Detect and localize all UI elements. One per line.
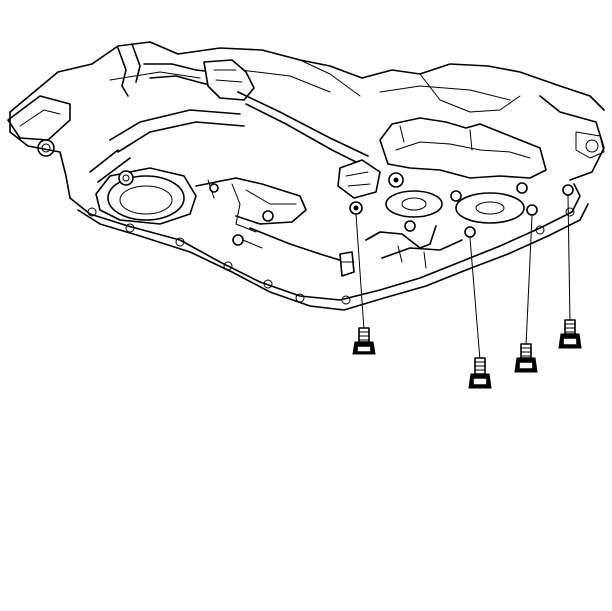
oil-pan xyxy=(69,167,589,311)
pan-bolt-3 xyxy=(514,215,538,373)
transmission-case xyxy=(7,41,605,199)
flange-bolt-holes xyxy=(87,207,575,305)
pan-bolt-4 xyxy=(558,195,582,349)
cooler-lines xyxy=(89,43,404,199)
pan-bolt-1 xyxy=(352,213,376,355)
pan-bolt-2 xyxy=(468,237,492,389)
pan-bolts xyxy=(352,195,582,389)
